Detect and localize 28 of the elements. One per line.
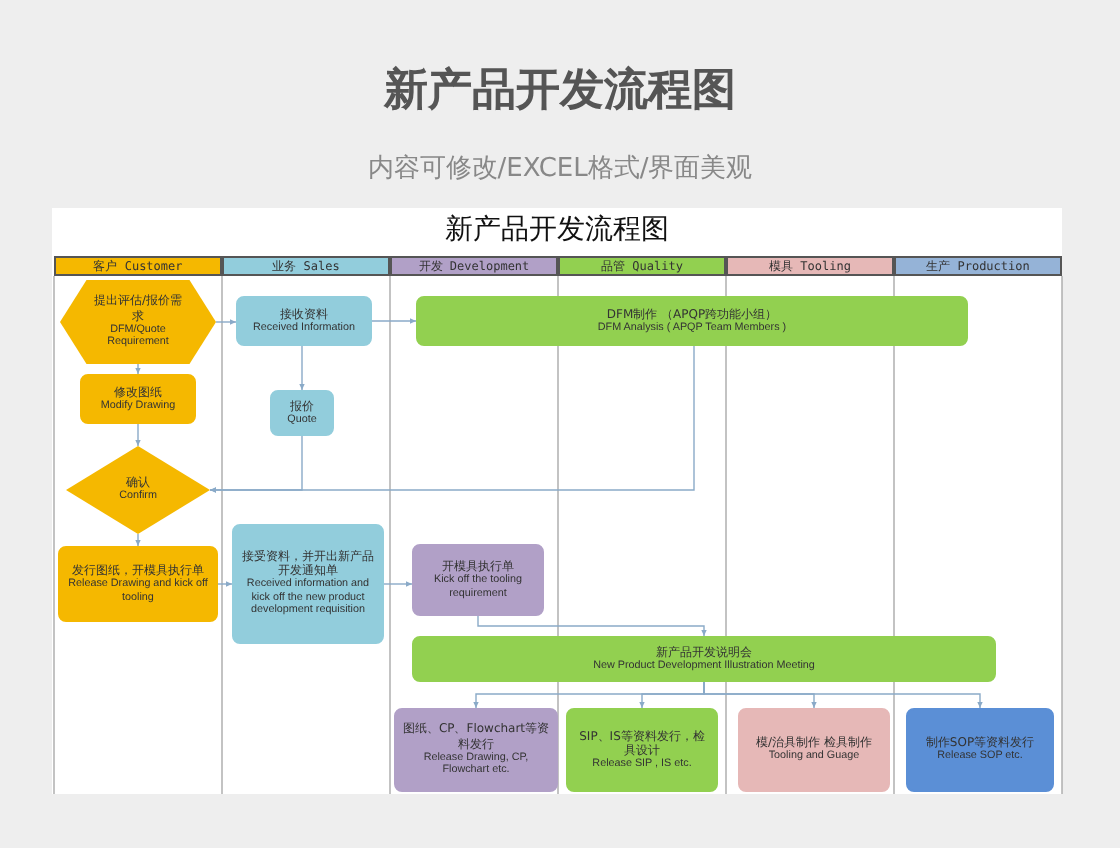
start-hexagon — [60, 280, 216, 364]
process-box — [416, 296, 968, 346]
connector-arrow — [135, 423, 141, 447]
connector-arrow — [383, 581, 413, 587]
subtitle: 内容可修改/EXCEL格式/界面美观 — [365, 152, 755, 186]
connector-arrow — [477, 615, 707, 637]
connector-arrow — [299, 345, 305, 391]
sheet-title: 新产品开发流程图 — [443, 212, 671, 248]
connector-arrow — [215, 319, 237, 325]
decision-diamond — [66, 446, 210, 534]
process-box — [412, 544, 544, 616]
page-title: 新产品开发流程图 — [381, 63, 738, 120]
connector-arrow — [209, 345, 695, 493]
process-box — [236, 296, 372, 346]
process-box — [58, 546, 218, 622]
process-box — [738, 708, 890, 792]
process-box — [412, 636, 996, 682]
process-box — [906, 708, 1054, 792]
process-box — [80, 374, 196, 424]
process-box — [394, 708, 558, 792]
process-box — [270, 390, 334, 436]
connector-arrow — [135, 533, 141, 547]
connector-arrow — [703, 681, 983, 709]
connector-arrow — [371, 318, 417, 324]
connector-arrow — [135, 363, 141, 375]
process-box — [566, 708, 718, 792]
process-box — [232, 524, 384, 644]
connector-arrow — [217, 581, 233, 587]
